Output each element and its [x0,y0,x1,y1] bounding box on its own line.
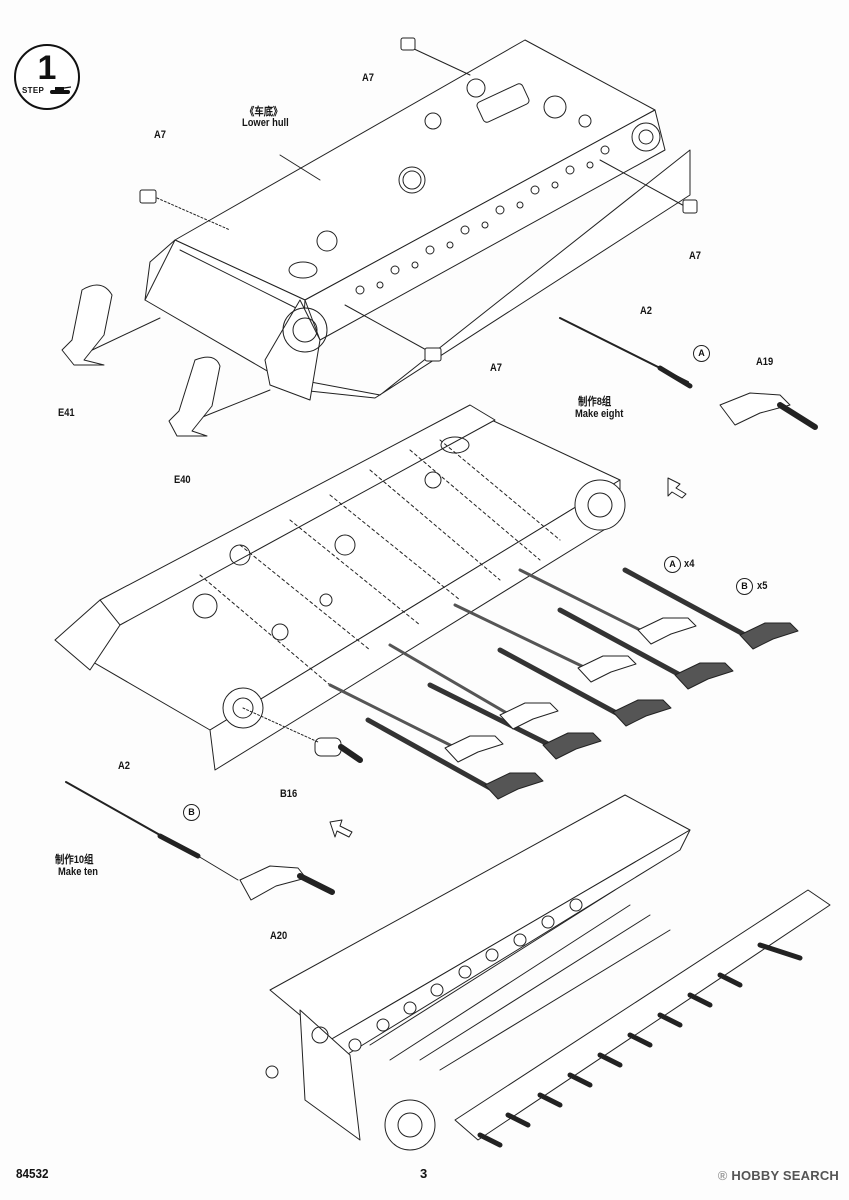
label-a7-top: A7 [362,72,374,84]
watermark: ® HOBBY SEARCH [718,1168,839,1183]
product-code: 84532 [16,1166,49,1181]
label-a2-bottom: A2 [118,760,130,772]
label-e40: E40 [174,474,191,486]
lower-hull-middle [54,404,626,771]
callout-b-x5: B [736,578,753,595]
label-a-x4: x4 [684,558,695,570]
watermark-text: HOBBY SEARCH [731,1168,839,1183]
part-e40 [168,356,221,437]
callout-a-x4: A [664,556,681,573]
label-a19: A19 [756,356,774,368]
label-e41: E41 [58,407,75,419]
label-a7-right: A7 [689,250,701,262]
step-badge: 1 STEP [14,44,80,110]
label-lower-hull-en: Lower hull [242,117,289,129]
callout-a-top: A [693,345,710,362]
watermark-mark: ® [717,1168,728,1183]
part-e41 [61,284,113,366]
label-make-eight-en: Make eight [575,408,624,420]
label-lower-hull-cn: 《车底》 [245,106,283,118]
callout-b-bottom: B [183,804,200,821]
tank-icon [50,86,71,94]
step-word: STEP [22,86,45,95]
label-b-x5: x5 [757,580,768,592]
label-make-ten-en: Make ten [58,866,99,878]
label-a2-top: A2 [640,305,652,317]
part-a7 [139,37,698,362]
label-b16: B16 [280,788,298,800]
label-a20: A20 [270,930,288,942]
label-make-eight-cn: 制作8组 [578,396,612,408]
page-number: 3 [420,1166,428,1181]
torsion-bar-a [559,317,818,430]
torsion-bar-b [65,781,335,901]
lower-hull-assembled [265,794,831,1151]
label-a7-mid: A7 [490,362,502,374]
lower-hull-top [87,39,691,419]
step-number: 1 [37,49,57,87]
label-a7-left: A7 [154,129,166,141]
part-b16 [242,707,363,763]
torsion-bars-installed [328,567,799,800]
label-make-ten-cn: 制作10组 [55,854,94,866]
